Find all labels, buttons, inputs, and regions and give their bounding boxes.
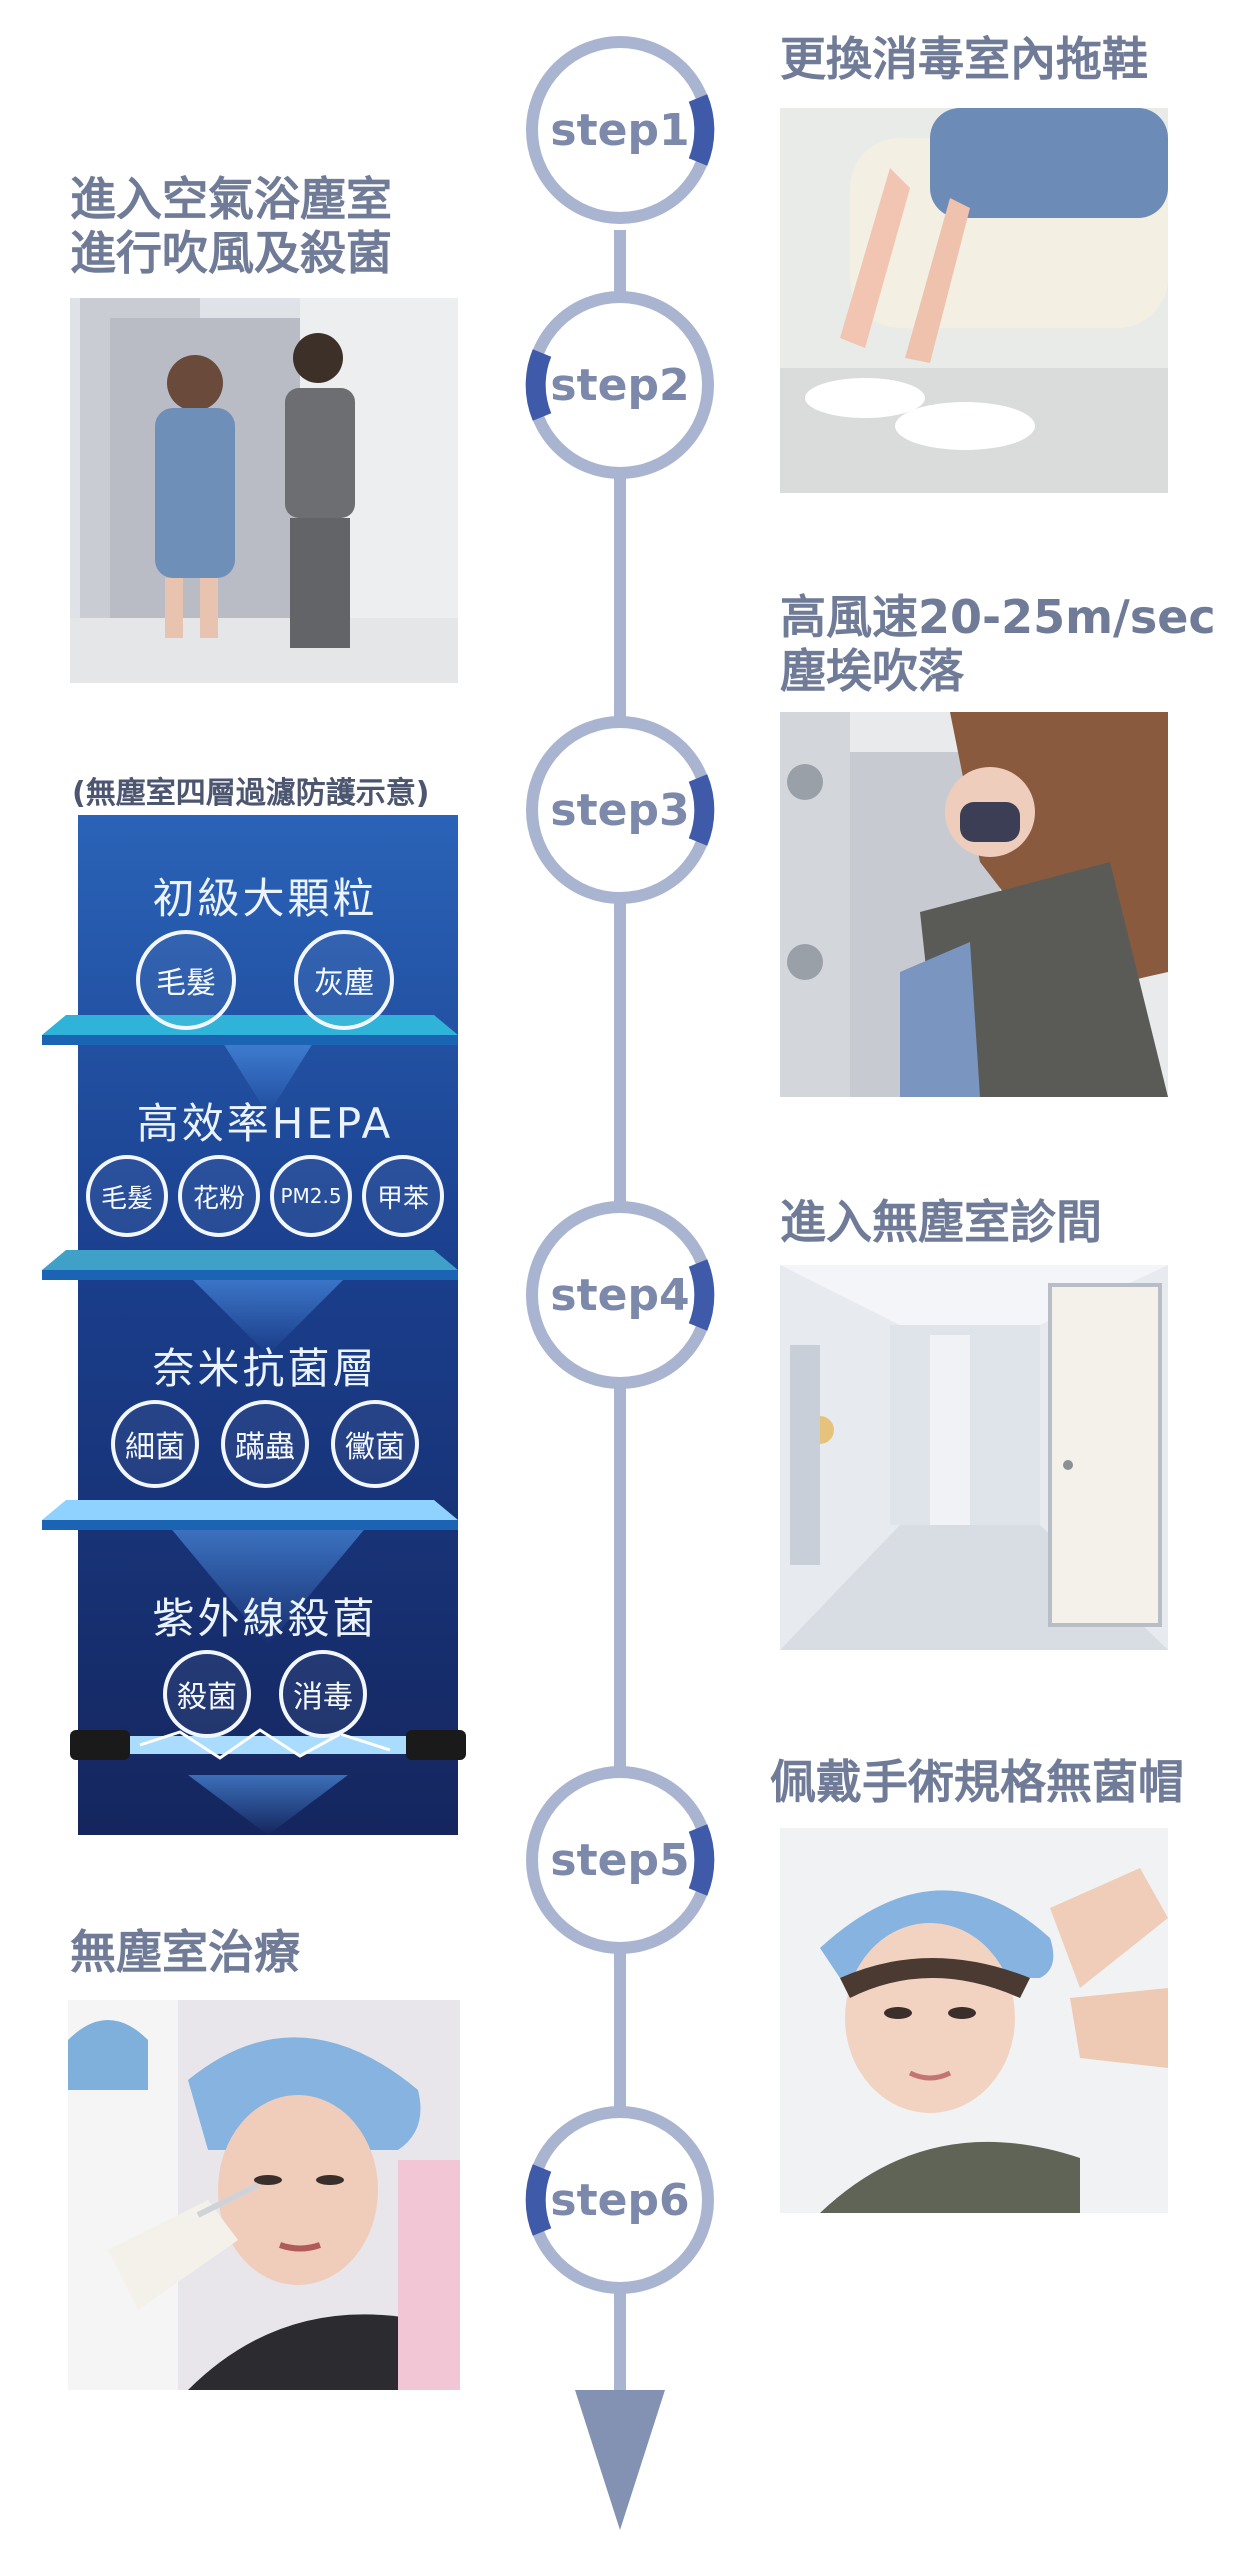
step-3-label: step3 bbox=[550, 784, 690, 836]
step-1-photo-slippers bbox=[780, 108, 1168, 493]
filter-layer-1-items: 毛髮 灰塵 bbox=[60, 930, 470, 1030]
step-5-photo-surgical-cap bbox=[780, 1828, 1168, 2213]
step-2-label: step2 bbox=[550, 359, 690, 411]
step-4-label: step4 bbox=[550, 1269, 690, 1321]
step-6-photo-treatment bbox=[68, 2000, 460, 2390]
step-1-label: step1 bbox=[550, 104, 690, 156]
step-6-heading: 無塵室治療 bbox=[70, 1925, 300, 1979]
step-1-marker: step1 bbox=[520, 30, 720, 230]
filter-item: 消毒 bbox=[279, 1650, 367, 1738]
filter-tray-3 bbox=[42, 1500, 458, 1530]
filter-item: 毛髮 bbox=[136, 930, 236, 1030]
filter-layer-3-items: 細菌 蹣蟲 黴菌 bbox=[60, 1400, 470, 1488]
filter-layer-1-title: 初級大顆粒 bbox=[152, 874, 378, 923]
step-5-heading: 佩戴手術規格無菌帽 bbox=[770, 1755, 1184, 1809]
step-2-marker: step2 bbox=[520, 285, 720, 485]
step-3-photo-air-blow bbox=[780, 712, 1168, 1097]
step-4-photo-clean-room bbox=[780, 1265, 1168, 1650]
filter-caption: (無塵室四層過濾防護示意) bbox=[72, 776, 430, 811]
filter-item: 殺菌 bbox=[163, 1650, 251, 1738]
filter-tray-2 bbox=[42, 1250, 458, 1280]
filter-layer-2-title: 高效率HEPA bbox=[136, 1099, 394, 1148]
step-6-label: step6 bbox=[550, 2174, 690, 2226]
timeline-arrow bbox=[575, 2390, 665, 2530]
filter-diagram: 初級大顆粒 毛髮 灰塵 高效率HEPA 毛髮 花粉 PM2.5 甲苯 奈米抗菌層… bbox=[42, 815, 470, 1835]
filter-layer-2-items: 毛髮 花粉 PM2.5 甲苯 bbox=[60, 1155, 470, 1237]
step-3-marker: step3 bbox=[520, 710, 720, 910]
filter-item: 蹣蟲 bbox=[221, 1400, 309, 1488]
filter-item: 細菌 bbox=[111, 1400, 199, 1488]
step-6-marker: step6 bbox=[520, 2100, 720, 2300]
filter-item: PM2.5 bbox=[270, 1155, 352, 1237]
step-3-heading: 高風速20-25m/sec 塵埃吹落 bbox=[780, 590, 1216, 698]
step-5-marker: step5 bbox=[520, 1760, 720, 1960]
step-4-marker: step4 bbox=[520, 1195, 720, 1395]
filter-layer-4-title: 紫外線殺菌 bbox=[152, 1594, 378, 1643]
filter-item: 黴菌 bbox=[331, 1400, 419, 1488]
filter-item: 甲苯 bbox=[362, 1155, 444, 1237]
step-2-photo-air-shower bbox=[70, 298, 458, 683]
filter-background bbox=[78, 815, 458, 1835]
filter-layer-3-title: 奈米抗菌層 bbox=[152, 1344, 378, 1393]
step-1-heading: 更換消毒室內拖鞋 bbox=[780, 32, 1148, 86]
filter-layer-4-items: 殺菌 消毒 bbox=[60, 1650, 470, 1738]
step-5-label: step5 bbox=[550, 1834, 690, 1886]
step-2-heading: 進入空氣浴塵室 進行吹風及殺菌 bbox=[70, 172, 392, 280]
filter-item: 灰塵 bbox=[294, 930, 394, 1030]
filter-item: 花粉 bbox=[178, 1155, 260, 1237]
filter-item: 毛髮 bbox=[86, 1155, 168, 1237]
step-4-heading: 進入無塵室診間 bbox=[780, 1195, 1102, 1249]
